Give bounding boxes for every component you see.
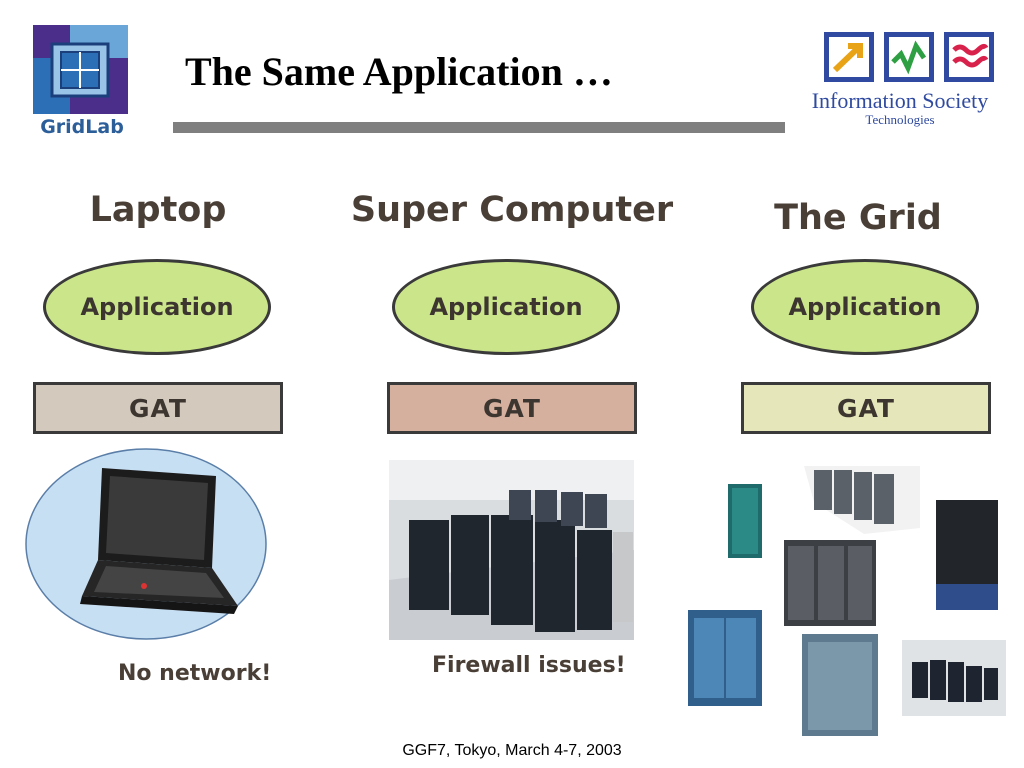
application-label: Application [788, 293, 942, 321]
title-rule [173, 122, 785, 133]
slide-footer: GGF7, Tokyo, March 4-7, 2003 [402, 742, 622, 759]
page-title: The Same Application … [185, 49, 613, 94]
server-racks-icon [389, 460, 634, 640]
note-no-network: No network! [118, 661, 272, 686]
grid-machines-collage [684, 462, 1010, 738]
gridlab-logo-text: GridLab [40, 116, 124, 138]
supercomputer-room-image [389, 460, 634, 640]
gat-box-super-computer: GAT [387, 382, 637, 434]
application-label: Application [429, 293, 583, 321]
ist-logo-line1: Information Society [811, 88, 989, 113]
heading-the-grid: The Grid [774, 198, 942, 238]
heading-super-computer: Super Computer [350, 190, 674, 230]
note-firewall-issues: Firewall issues! [432, 653, 626, 678]
ist-logo-icon [824, 32, 994, 82]
application-label: Application [80, 293, 234, 321]
ist-logo-line2: Technologies [865, 112, 935, 127]
application-ellipse-the-grid: Application [751, 259, 979, 355]
laptop-icon [25, 448, 267, 640]
gridlab-logo-icon [33, 25, 128, 114]
application-ellipse-super-computer: Application [392, 259, 620, 355]
heading-laptop: Laptop [89, 190, 227, 230]
gat-box-laptop: GAT [33, 382, 283, 434]
gat-box-the-grid: GAT [741, 382, 991, 434]
grid-servers-icon [688, 466, 1006, 736]
laptop-image [24, 446, 268, 642]
gridlab-logo: GridLab [30, 22, 132, 140]
ist-logo: Information Society Technologies [800, 28, 1000, 132]
application-ellipse-laptop: Application [43, 259, 271, 355]
